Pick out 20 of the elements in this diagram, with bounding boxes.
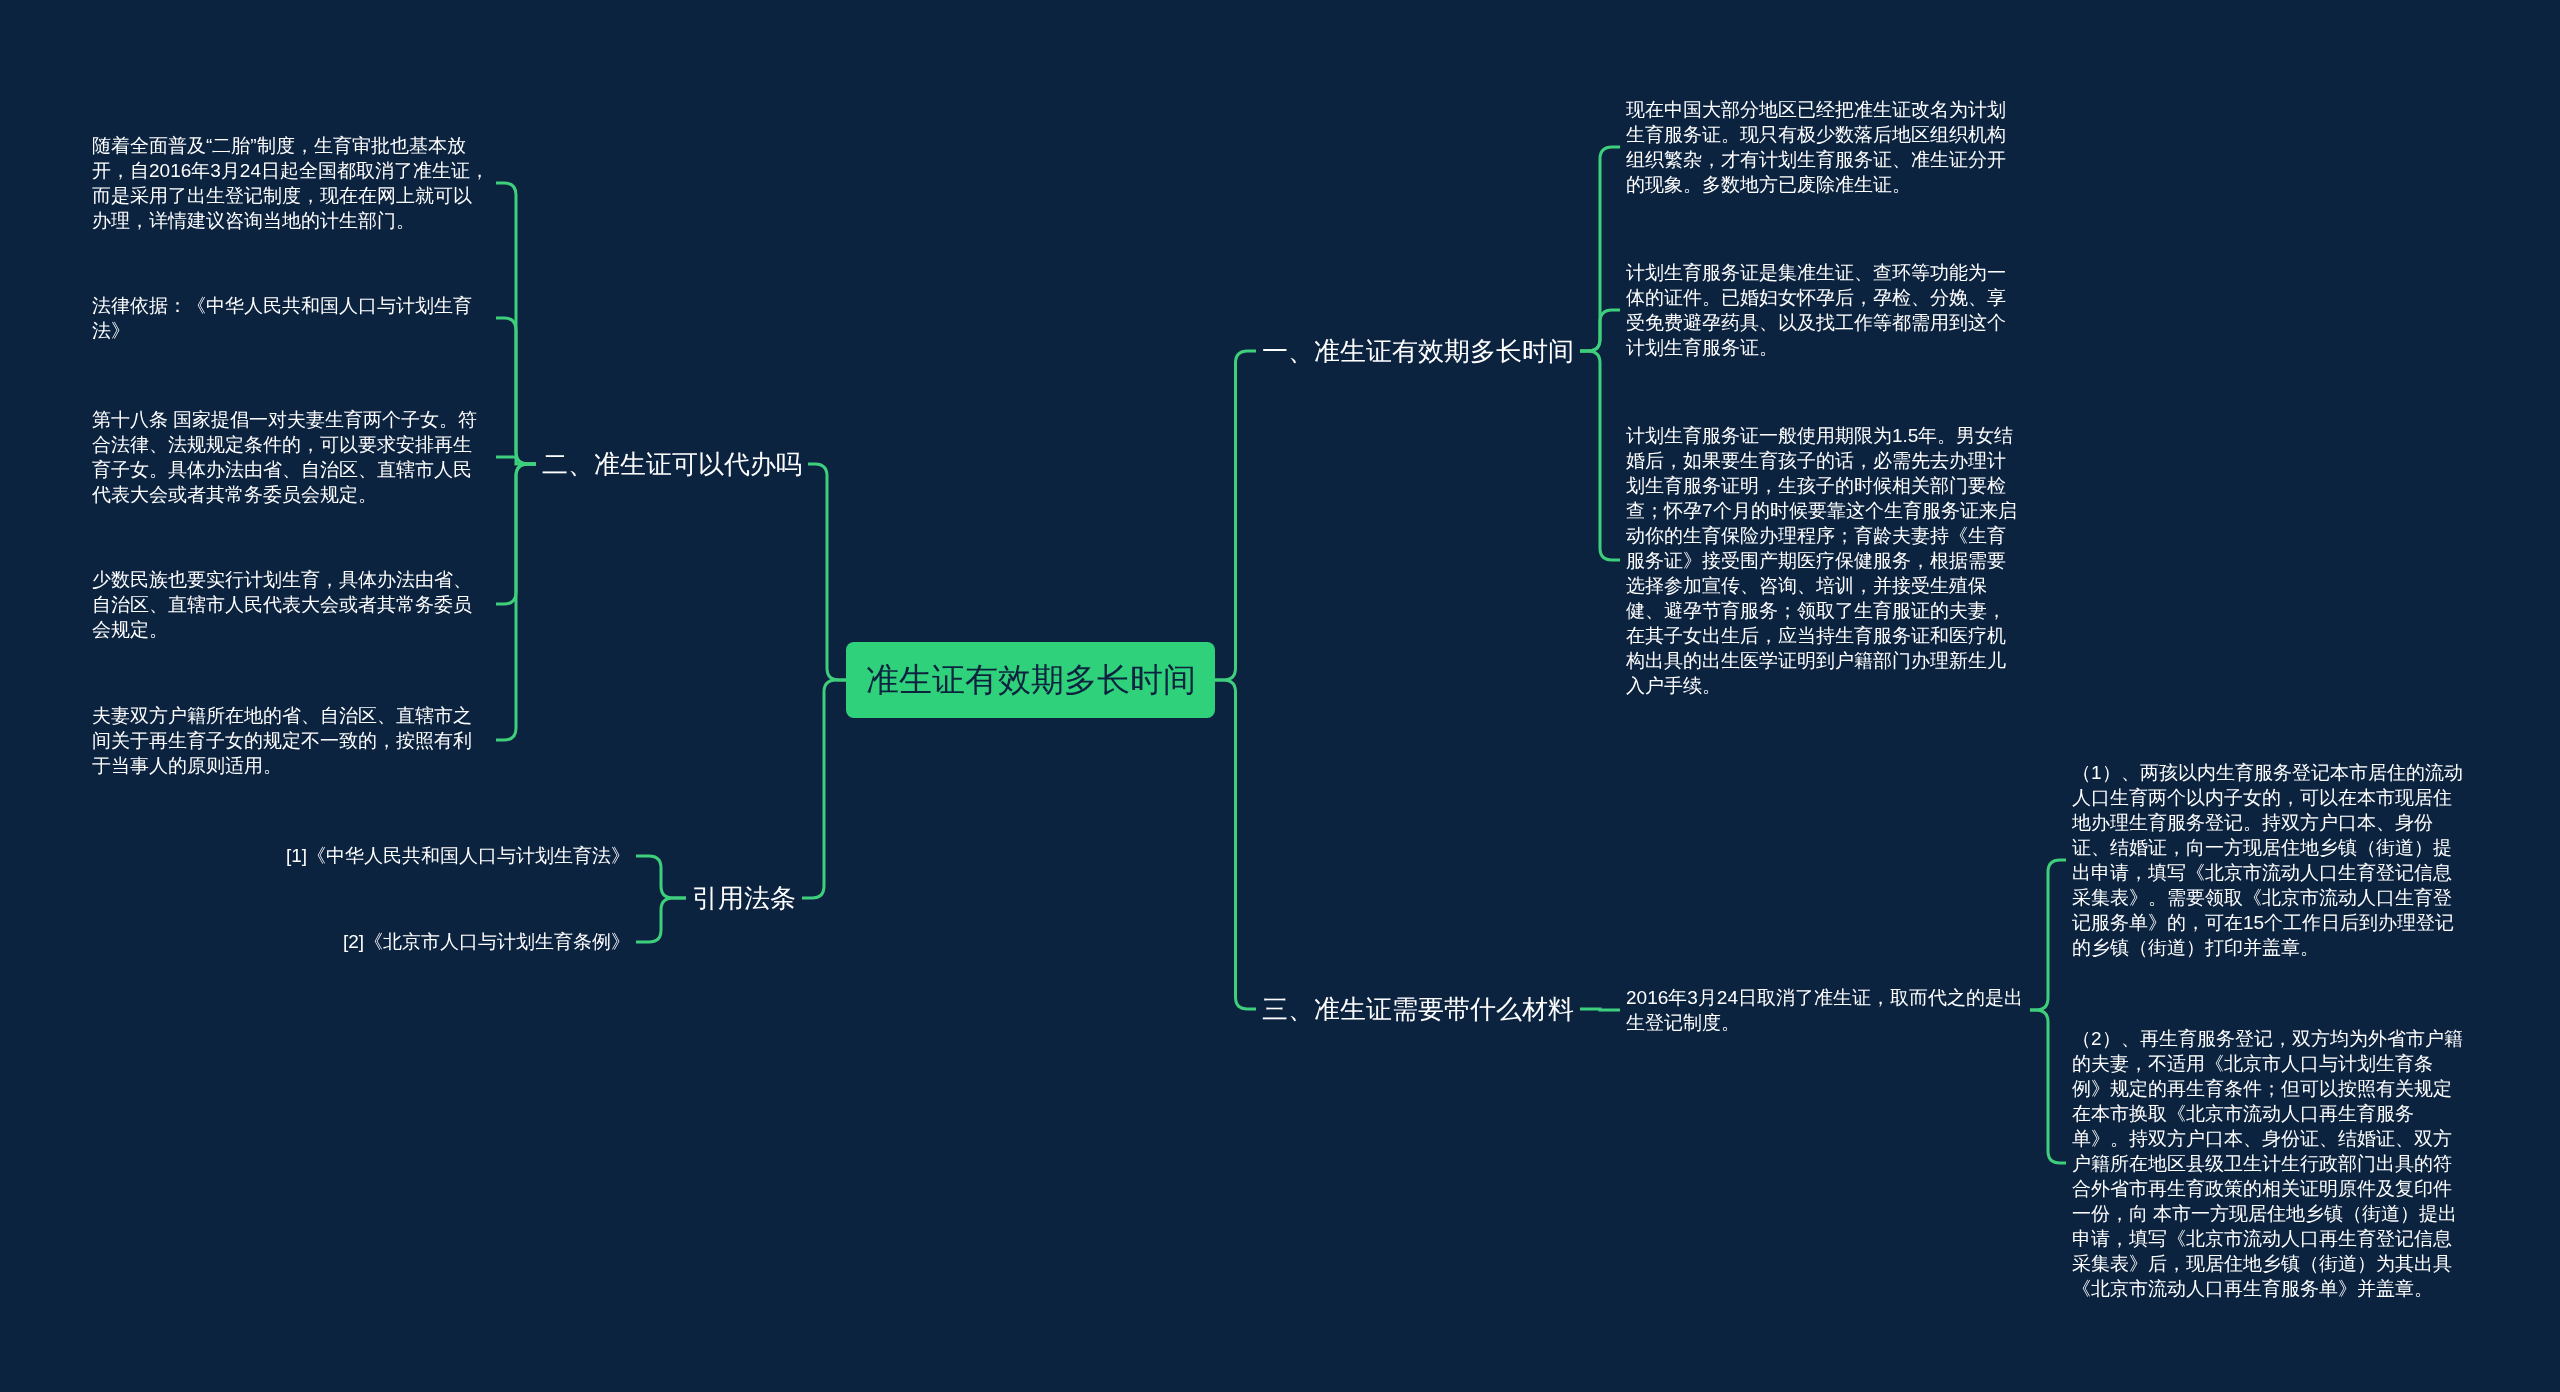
central-topic-box: 准生证有效期多长时间	[846, 642, 1215, 718]
reference-text: [2]《北京市人口与计划生育条例》	[210, 929, 636, 955]
note-text: 夫妻双方户籍所在地的省、自治区、直辖市之间关于再生育子女的规定不一致的，按照有利于当事人的原则适用。	[86, 702, 496, 778]
note-text: 计划生育服务证一般使用期限为1.5年。男女结婚后，如果要生育孩子的话，必需先去办理计划生育服务证明，生孩子的时候相关部门要检查；怀孕7个月的时候要靠这个生育服务证来启动你的生育保险办理程序；育龄夫妻持《生育服务证》接受围产期医疗保健服务，根据需要选择参加宣传、咨询、培训，并接受生殖保健、避孕节育服务；领取了生育服证的夫妻，在其子女出生后，应当持生育服务证和医疗机构出具的出生医学证明到户籍部门办理新生儿入户手续。	[1620, 422, 2026, 698]
branch-topic: 一、准生证有效期多长时间	[1256, 331, 1580, 371]
branch-topic: 三、准生证需要带什么材料	[1256, 989, 1580, 1029]
note-text: 现在中国大部分地区已经把准生证改名为计划生育服务证。现只有极少数落后地区组织机构组织繁杂，才有计划生育服务证、准生证分开的现象。多数地方已废除准生证。	[1620, 97, 2026, 197]
note-text: 法律依据：《中华人民共和国人口与计划生育法》	[86, 293, 496, 343]
note-text: 少数民族也要实行计划生育，具体办法由省、自治区、直辖市人民代表大会或者其常务委员会规定。	[86, 566, 496, 642]
branch-topic: 二、准生证可以代办吗	[536, 444, 808, 484]
note-text: 2016年3月24日取消了准生证，取而代之的是出生登记制度。	[1620, 985, 2030, 1035]
connector-line	[1580, 1007, 1620, 1012]
note-text: （2）、再生育服务登记，双方均为外省市户籍的夫妻，不适用《北京市人口与计划生育条例》规定的再生育条件；但可以按照有关规定在本市换取《北京市流动人口再生育服务单》。持双方户口本、身份证、结婚证、双方户籍所在地区县级卫生计生行政部门出具的符合外省市再生育政策的相关证明原件及复印件一份，向 本市一方现居住地乡镇（街道）提出申请，填写《北京市流动人口再生育登记信息采集表》后，现居住地乡镇（街道）为其出具《北京市流动人口再生育服务单》并盖章。	[2066, 1025, 2476, 1301]
note-text: （1）、两孩以内生育服务登记本市居住的流动人口生育两个以内子女的，可以在本市现居住地办理生育服务登记。持双方户口本、身份证、结婚证，向一方现居住地乡镇（街道）提出申请，填写《北京市流动人口生育登记信息采集表》。需要领取《北京市流动人口生育登记服务单》的，可在15个工作日后到办理登记的乡镇（街道）打印并盖章。	[2066, 760, 2476, 960]
note-text: 第十八条 国家提倡一对夫妻生育两个子女。符合法律、法规规定条件的，可以要求安排再生育子女。具体办法由省、自治区、直辖市人民代表大会或者其常务委员会规定。	[86, 407, 496, 507]
connector-line	[636, 896, 686, 944]
note-text: 随着全面普及“二胎”制度，生育审批也基本放开，自2016年3月24日起全国都取消了准生证，而是采用了出生登记制度，现在在网上就可以办理，详情建议咨询当地的计生部门。	[86, 133, 496, 233]
branch-topic: 引用法条	[686, 878, 802, 918]
reference-text: [1]《中华人民共和国人口与计划生育法》	[210, 843, 636, 869]
note-text: 计划生育服务证是集准生证、查环等功能为一体的证件。已婚妇女怀孕后，孕检、分娩、享受免费避孕药具、以及找工作等都需用到这个计划生育服务证。	[1620, 260, 2026, 360]
